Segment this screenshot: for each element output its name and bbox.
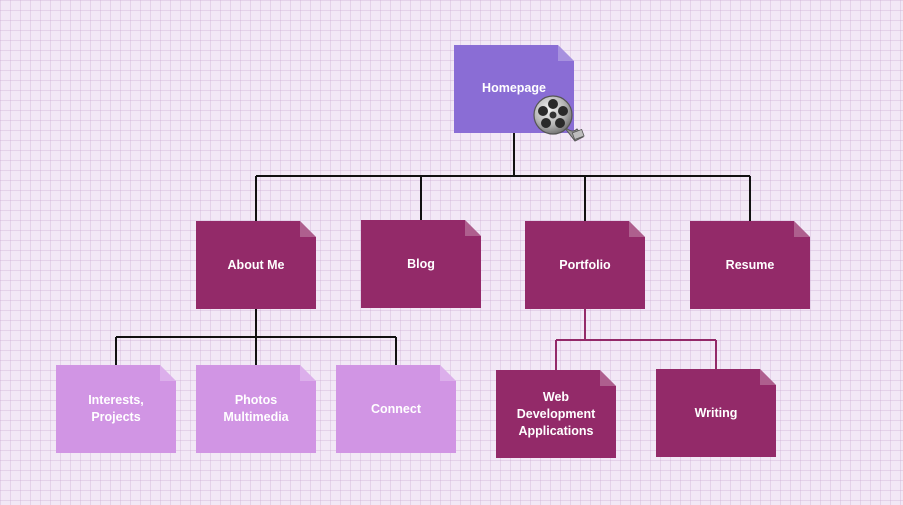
- node-label: Portfolio: [559, 257, 611, 272]
- node-resume[interactable]: Resume: [690, 221, 810, 309]
- node-web-development-applications[interactable]: Web Development Applications: [496, 370, 616, 458]
- node-portfolio[interactable]: Portfolio: [525, 221, 645, 309]
- node-label: About Me: [227, 257, 285, 272]
- node-writing[interactable]: Writing: [656, 369, 776, 457]
- node-label: Resume: [725, 257, 775, 272]
- connector-about-to-subpages: [115, 307, 397, 366]
- node-label: Homepage: [482, 80, 546, 95]
- node-label: Writing: [694, 405, 738, 420]
- node-interests-projects[interactable]: Interests, Projects: [56, 365, 176, 453]
- connector-portfolio-to-subpages: [555, 309, 717, 371]
- node-blog[interactable]: Blog: [361, 220, 481, 308]
- node-label: Web Development Applications: [516, 389, 596, 438]
- node-photos-multimedia[interactable]: Photos Multimedia: [196, 365, 316, 453]
- node-connect[interactable]: Connect: [336, 365, 456, 453]
- node-about-me[interactable]: About Me: [196, 221, 316, 309]
- node-label: Blog: [407, 256, 435, 271]
- node-label: Connect: [371, 401, 421, 416]
- node-label: Photos Multimedia: [223, 393, 289, 424]
- connector-homepage-to-sections: [255, 128, 751, 221]
- film-reel-icon: [533, 95, 585, 142]
- node-label: Interests, Projects: [88, 393, 144, 424]
